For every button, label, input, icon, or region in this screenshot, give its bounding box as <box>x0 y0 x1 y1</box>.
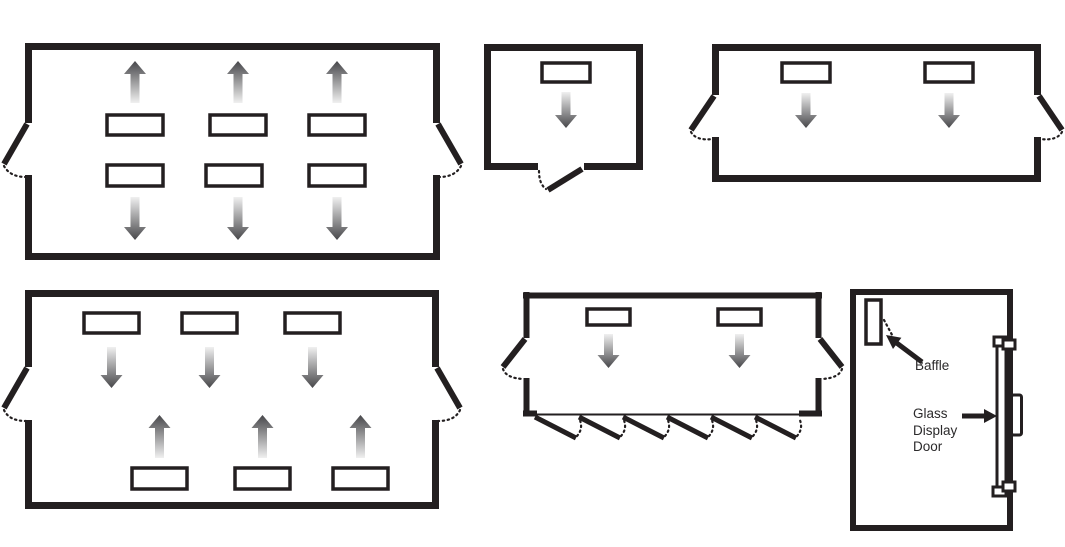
door-flap-right-icon <box>434 366 463 423</box>
air-vent <box>105 113 165 137</box>
door-flap-right-icon <box>435 122 464 179</box>
glass-display-door-label: Glass Display Door <box>913 406 958 454</box>
case-outline <box>25 43 440 260</box>
door-flap-left-icon <box>500 337 528 381</box>
air-vent <box>331 466 390 491</box>
door-flap-left-icon <box>1 366 30 423</box>
door-bottom-hinge <box>1001 480 1017 493</box>
air-vent <box>204 163 264 188</box>
diagram-top-middle-case <box>484 44 643 193</box>
door-flap-icon <box>665 414 710 441</box>
diagram-top-right-case <box>688 44 1065 182</box>
door-handle <box>1010 393 1023 437</box>
case-outline <box>25 290 439 509</box>
door-swing-arc <box>795 416 803 438</box>
door-flap-right-icon <box>1036 94 1065 141</box>
up-arrow-icon <box>148 415 171 458</box>
down-arrow-icon <box>555 92 577 128</box>
case-outline <box>523 292 822 416</box>
door-swing-arc <box>707 416 715 438</box>
case-outline <box>712 44 1041 182</box>
arrow-right-icon <box>962 409 997 423</box>
down-arrow-icon <box>227 197 249 240</box>
down-arrow-icon <box>938 93 960 128</box>
down-arrow-icon <box>100 347 123 388</box>
up-arrow-icon <box>349 415 372 458</box>
door-flap-bottom-icon <box>537 166 584 193</box>
door-flap-icon <box>577 414 622 441</box>
air-vent <box>105 163 165 188</box>
door-flap-icon <box>533 414 578 441</box>
down-arrow-icon <box>124 197 146 240</box>
diagram-glass-door-case <box>850 289 1023 531</box>
door-flap-icon <box>753 414 798 441</box>
air-vent <box>780 61 832 84</box>
air-vent <box>716 307 763 327</box>
up-arrow-icon <box>326 61 348 103</box>
door-swing-arc <box>751 416 759 438</box>
air-vent <box>307 163 367 188</box>
diagram-bottom-middle-case <box>500 292 845 441</box>
air-vent <box>130 466 189 491</box>
down-arrow-icon <box>728 334 751 368</box>
down-arrow-icon <box>795 93 817 128</box>
door-swing-arc <box>575 416 583 438</box>
down-arrow-icon <box>326 197 348 240</box>
up-arrow-icon <box>124 61 146 103</box>
air-vent <box>208 113 268 137</box>
air-vent <box>82 311 141 335</box>
door-flap-right-icon <box>817 337 845 381</box>
air-vent <box>540 61 592 84</box>
door-swing-arc <box>663 416 671 438</box>
diagram-bottom-left-case <box>1 290 463 509</box>
case-outline <box>484 44 643 170</box>
up-arrow-icon <box>251 415 274 458</box>
door-top-hinge <box>1001 338 1017 351</box>
bottom-louver-flaps <box>533 414 803 441</box>
door-flap-icon <box>621 414 666 441</box>
air-vent <box>923 61 975 84</box>
door-flap-icon <box>709 414 754 441</box>
air-vent <box>283 311 342 335</box>
baffle <box>864 298 883 346</box>
door-flap-left-icon <box>1 122 30 179</box>
diagram-top-left-case <box>1 43 464 260</box>
glass-display-door <box>991 335 1023 498</box>
down-arrow-icon <box>301 347 324 388</box>
air-vent <box>307 113 367 137</box>
up-arrow-icon <box>227 61 249 103</box>
door-swing-arc <box>619 416 627 438</box>
glass-pane <box>995 338 1008 494</box>
arrow-up-left-icon <box>886 335 924 364</box>
air-vent <box>233 466 292 491</box>
case-outline <box>850 289 1013 531</box>
air-vent <box>180 311 239 335</box>
door-flap-left-icon <box>688 94 717 141</box>
down-arrow-icon <box>597 334 620 368</box>
air-vent <box>585 307 632 327</box>
down-arrow-icon <box>198 347 221 388</box>
baffle-label: Baffle <box>915 358 950 373</box>
